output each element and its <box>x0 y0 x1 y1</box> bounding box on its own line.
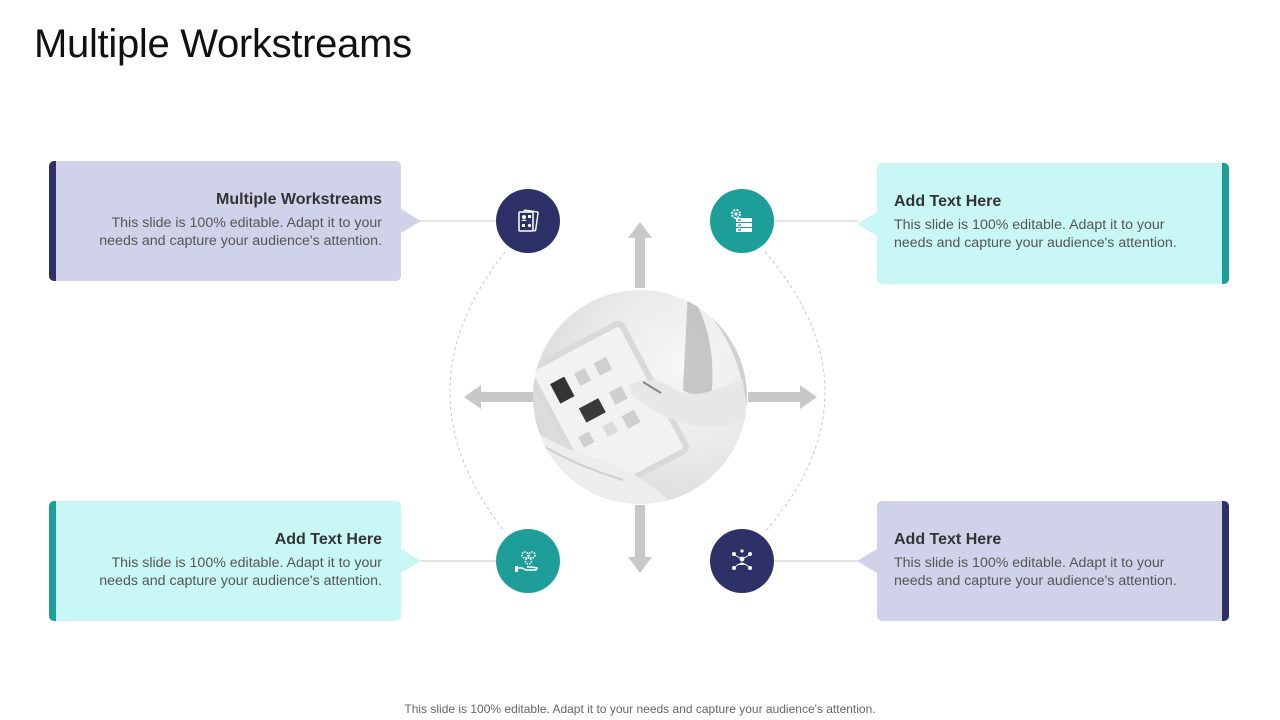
card-bottom-left: Add Text Here This slide is 100% editabl… <box>49 501 421 621</box>
card-pointer <box>401 549 421 573</box>
card-title: Add Text Here <box>894 193 1002 210</box>
gear-server-icon <box>710 189 774 253</box>
card-pointer <box>857 211 877 236</box>
network-people-icon <box>710 529 774 593</box>
arrow-left <box>464 385 534 409</box>
card-pointer <box>401 209 421 233</box>
tablet-photo <box>533 290 747 504</box>
card-title: Multiple Workstreams <box>216 191 382 208</box>
slide-title: Multiple Workstreams <box>34 22 412 66</box>
card-pointer <box>857 549 877 573</box>
dashed-arc-left <box>449 251 506 533</box>
hand-gears-icon <box>496 529 560 593</box>
arrow-down <box>628 505 652 573</box>
card-body: This slide is 100% editable. Adapt it to… <box>894 217 1177 251</box>
card-body: This slide is 100% editable. Adapt it to… <box>99 555 382 589</box>
footer-note: This slide is 100% editable. Adapt it to… <box>404 702 876 716</box>
team-document-icon <box>496 189 560 253</box>
card-top-right: Add Text Here This slide is 100% editabl… <box>857 163 1229 284</box>
dashed-arc-right <box>764 251 826 533</box>
card-title: Add Text Here <box>894 531 1002 548</box>
card-body: This slide is 100% editable. Adapt it to… <box>894 555 1177 589</box>
card-title: Add Text Here <box>274 531 382 548</box>
card-body: This slide is 100% editable. Adapt it to… <box>99 215 382 249</box>
arrow-right <box>748 385 817 409</box>
card-top-left: Multiple Workstreams This slide is 100% … <box>49 161 421 281</box>
tablet-illustration <box>533 290 747 504</box>
card-bottom-right: Add Text Here This slide is 100% editabl… <box>857 501 1229 621</box>
arrow-up <box>628 222 652 288</box>
